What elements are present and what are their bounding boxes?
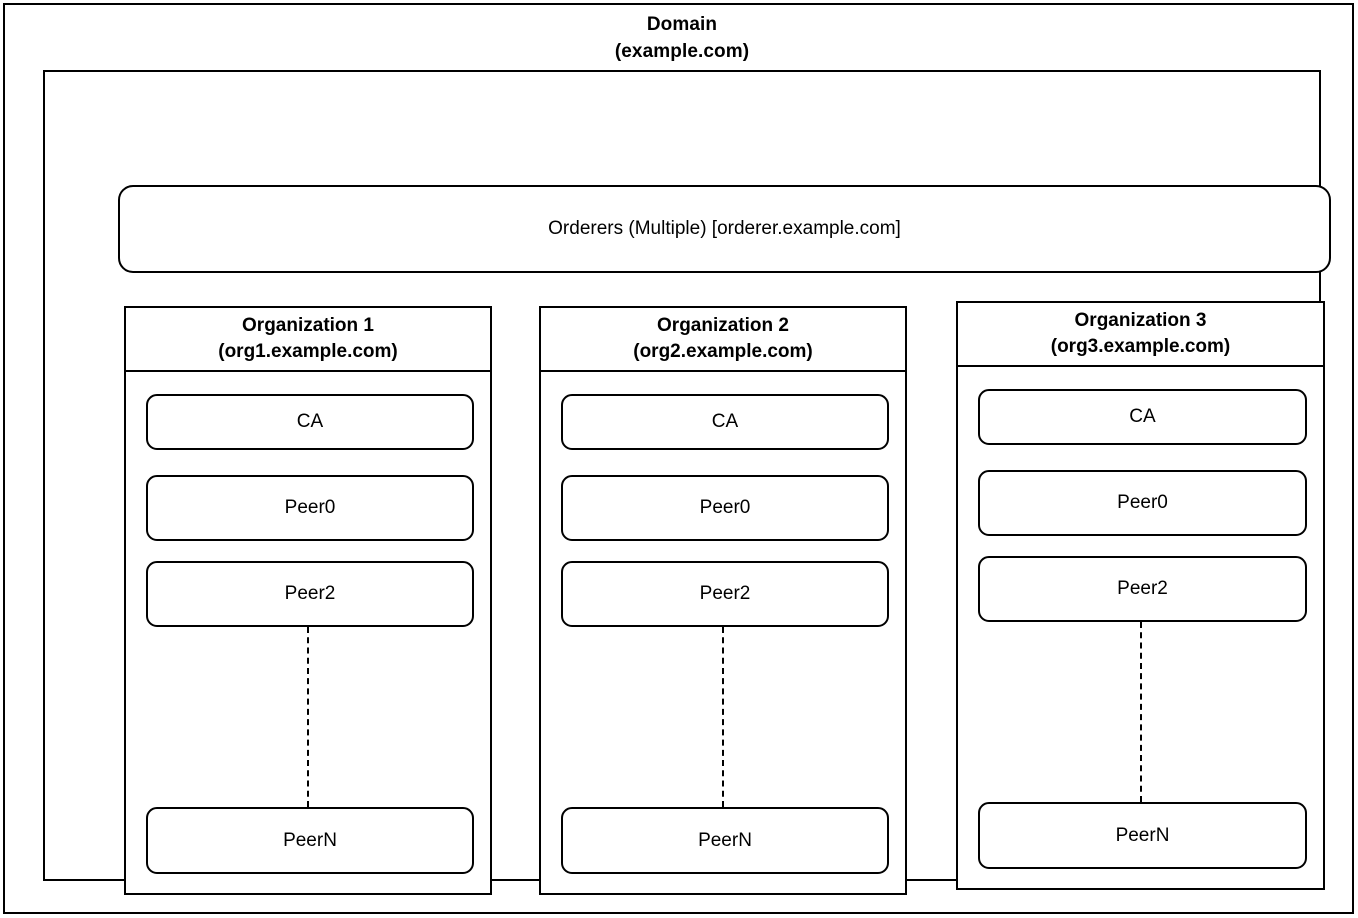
domain-subtitle: (example.com) [614,41,750,62]
node-peer0-3: Peer0 [978,470,1307,536]
orderers-label: Orderers (Multiple) [orderer.example.com… [548,218,901,239]
domain-caption: Domain (example.com) [43,11,1321,65]
organization-header-1: Organization 1 (org1.example.com) [126,308,490,372]
node-ca-2: CA [561,394,889,450]
organization-box-3: Organization 3 (org3.example.com) CA Pee… [956,301,1325,890]
organization-subtitle-3: (org3.example.com) [1050,336,1231,357]
node-peer2-2: Peer2 [561,561,889,627]
node-ca-3: CA [978,389,1307,445]
organization-title-1: Organization 1 [242,315,374,336]
orderers-box: Orderers (Multiple) [orderer.example.com… [118,185,1331,273]
node-peer0-2: Peer0 [561,475,889,541]
node-ca-1: CA [146,394,474,450]
organization-title-3: Organization 3 [1074,310,1207,331]
organization-header-2: Organization 2 (org2.example.com) [541,308,905,372]
node-peer2-1: Peer2 [146,561,474,627]
organization-subtitle-1: (org1.example.com) [218,341,398,362]
peer-continuation-connector-3 [1139,622,1142,802]
node-peern-1: PeerN [146,807,474,874]
node-peer0-1: Peer0 [146,475,474,541]
organization-subtitle-2: (org2.example.com) [633,341,813,362]
node-peern-3: PeerN [978,802,1307,869]
peer-continuation-connector-1 [307,627,309,807]
domain-box: Orderers (Multiple) [orderer.example.com… [43,70,1331,895]
node-peern-2: PeerN [561,807,889,874]
organization-header-3: Organization 3 (org3.example.com) [958,303,1323,367]
organization-box-2: Organization 2 (org2.example.com) CA Pee… [539,306,907,895]
node-peer2-3: Peer2 [978,556,1307,622]
organization-box-1: Organization 1 (org1.example.com) CA Pee… [124,306,492,895]
peer-continuation-connector-2 [722,627,724,807]
domain-title: Domain [646,14,718,35]
organization-title-2: Organization 2 [657,315,789,336]
